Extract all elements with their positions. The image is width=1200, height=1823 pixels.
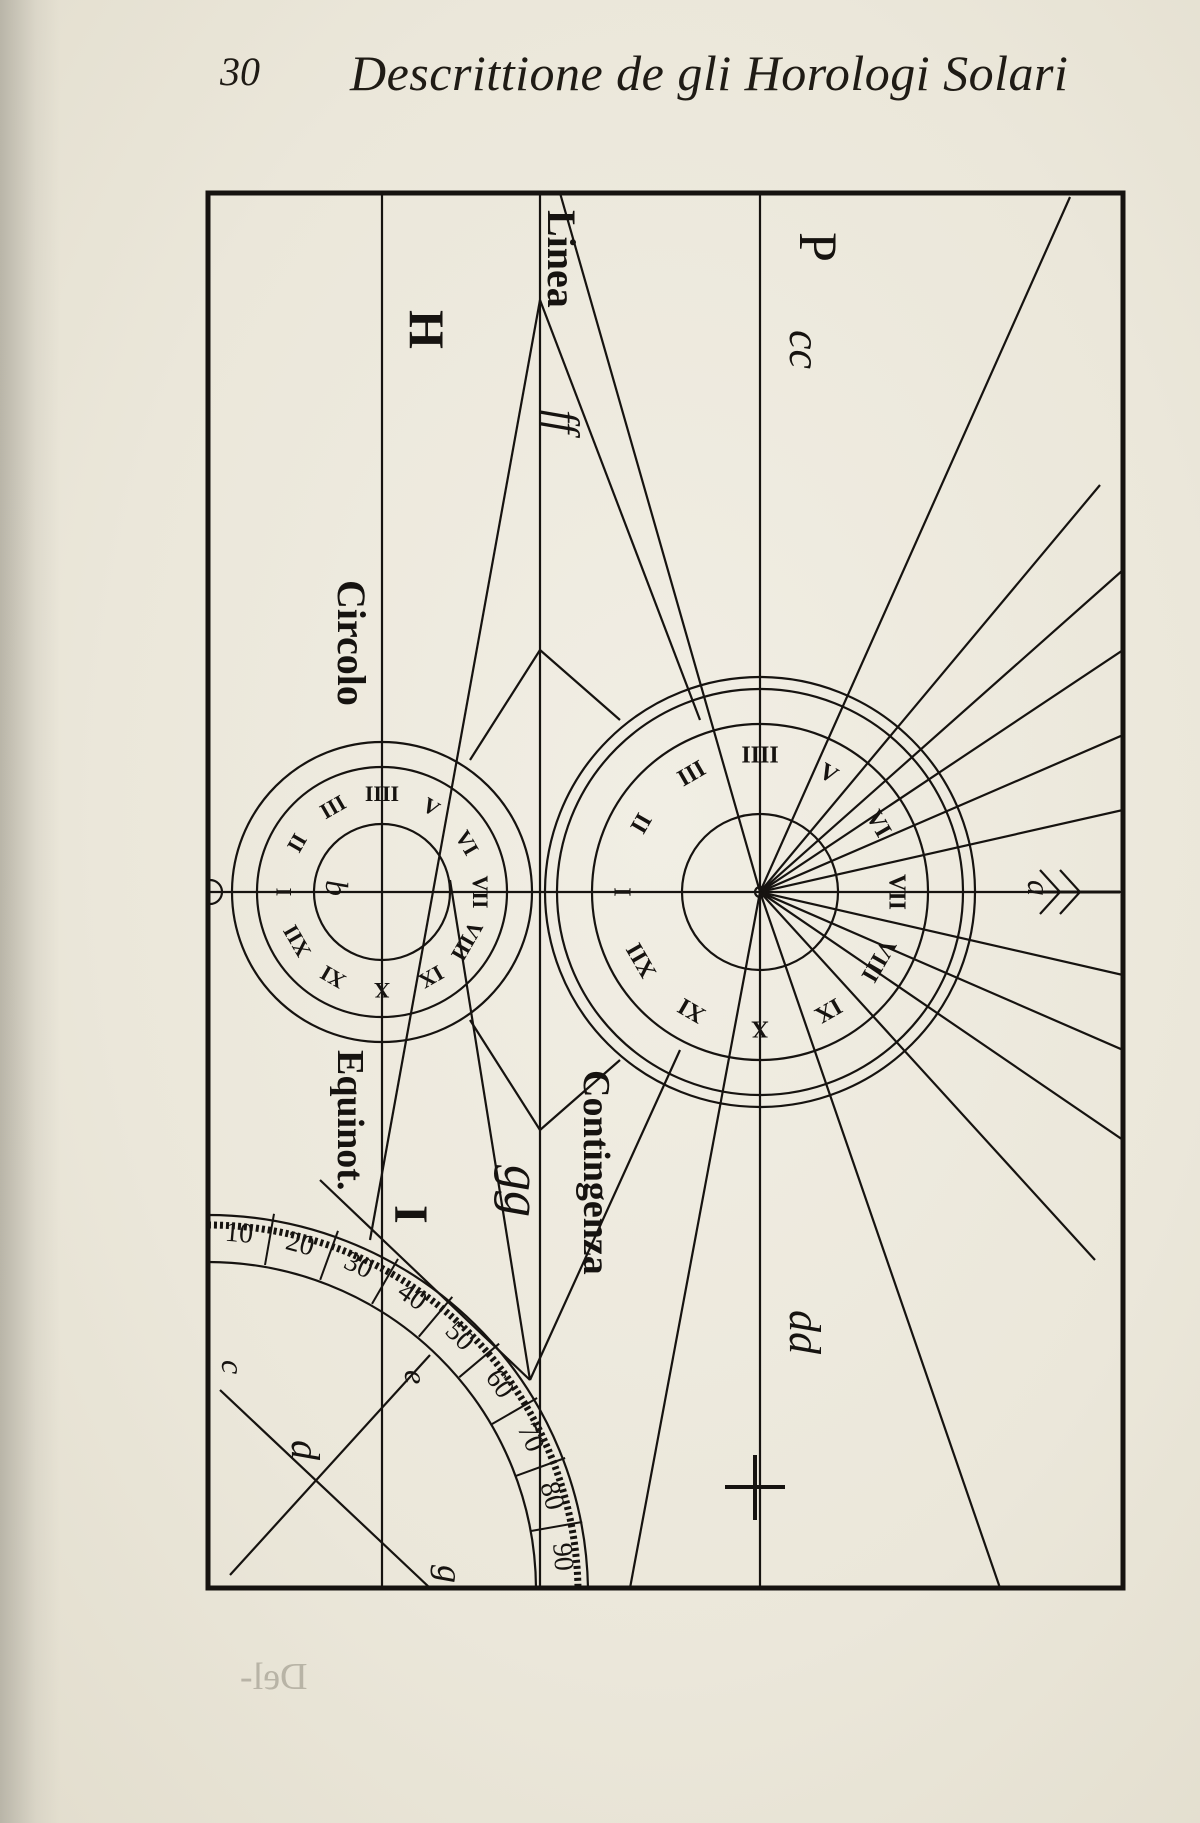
page-number: 30: [220, 49, 260, 94]
label-e: e: [398, 1370, 434, 1384]
label-h: H: [399, 310, 455, 349]
diamond-line: [469, 1019, 541, 1131]
label-g: g: [430, 1565, 470, 1583]
quadrant-divider: [418, 1296, 454, 1338]
label-linea: Linea: [539, 210, 584, 308]
hour-ray: [759, 891, 1096, 1261]
quadrant-degree-label: 10: [224, 1217, 255, 1250]
gutter-shadow: [0, 0, 60, 1823]
diamond-line: [448, 879, 532, 1381]
label-d: d: [283, 1440, 328, 1461]
diamond-line: [469, 649, 541, 761]
hour-ray: [759, 808, 1123, 894]
left-dial-inner: [312, 822, 452, 962]
hour-numeral: XI: [674, 992, 710, 1028]
hour-ray: [759, 890, 1123, 977]
hour-ray: [759, 569, 1123, 893]
hour-numeral: II: [626, 809, 658, 838]
arrow-feathers: [1039, 869, 1082, 915]
show-through-catchword: Del-: [240, 1656, 308, 1698]
quadrant-degree-label: 50: [439, 1315, 481, 1357]
label-equinot: Equinot.: [329, 1050, 371, 1190]
hour-numeral: X: [751, 1015, 769, 1041]
hour-ray: [628, 891, 762, 1588]
hour-numeral: IIII: [365, 781, 399, 806]
hour-ray: [759, 484, 1101, 893]
hour-numeral: III: [673, 756, 710, 793]
quadrant-divider: [515, 1457, 566, 1477]
hour-numeral: XII: [278, 921, 316, 962]
hour-numeral: XI: [316, 960, 350, 994]
hour-numeral: VIII: [856, 934, 901, 986]
quadrant-divider: [530, 1521, 583, 1532]
hour-ray: [758, 196, 1072, 893]
quadrant-divider: [319, 1230, 339, 1281]
hour-ray: [759, 890, 1123, 1052]
hour-numeral: I: [271, 888, 296, 897]
hour-numeral: X: [374, 978, 390, 1003]
quadrant-hatch: [208, 1221, 582, 1588]
hour-ray: [558, 193, 762, 893]
label-contingenza: Contingenza: [575, 1070, 617, 1275]
label-c: c: [215, 1360, 251, 1374]
diamond-line: [539, 1059, 621, 1131]
hour-numeral: III: [315, 790, 350, 824]
hour-numeral: VIII: [446, 917, 488, 966]
hour-numeral: I: [611, 887, 637, 896]
hour-numeral: VI: [450, 826, 484, 860]
page-header: 30 Descrittione de gli Horologi Solari: [220, 40, 1080, 110]
hour-ray: [759, 649, 1123, 893]
quadrant-divider: [264, 1213, 275, 1266]
hour-numeral: IIII: [741, 743, 778, 769]
quadrant-divider: [458, 1342, 500, 1378]
figure-frame: [205, 190, 1126, 1591]
label-b: b: [319, 880, 355, 896]
diamond-line: [528, 1049, 682, 1381]
left-dial-ring: [255, 765, 509, 1019]
quadrant-diagonal: [219, 1389, 431, 1588]
label-circolo: Circolo: [329, 580, 374, 706]
quadrant-degree-label: 70: [511, 1418, 551, 1456]
right-dial-center: [753, 885, 767, 899]
hour-numeral: II: [282, 829, 312, 856]
running-title: Descrittione de gli Horologi Solari: [350, 45, 1069, 101]
quadrant-degree-label: 90: [546, 1542, 579, 1573]
label-cc: cc: [780, 330, 829, 370]
quadrant-arc-outer: [208, 1213, 590, 1588]
label-p: P: [788, 232, 848, 262]
label-dd: dd: [780, 1310, 829, 1355]
hour-numeral: XII: [622, 938, 663, 982]
left-dial-outer: [230, 740, 534, 1044]
quadrant-divider: [491, 1397, 538, 1425]
hour-numeral: IX: [810, 992, 847, 1028]
diamond-line: [539, 649, 621, 721]
hour-ray: [759, 891, 1123, 1141]
right-dial-inner: [680, 812, 840, 972]
hour-numeral: V: [418, 792, 444, 822]
hour-numeral: VII: [883, 874, 909, 910]
quadrant-divider: [371, 1258, 399, 1305]
diamond-line: [538, 299, 702, 721]
right-dial-outer-2: [555, 687, 965, 1097]
label-gg: gg: [493, 1165, 550, 1217]
right-dial-outer: [543, 675, 977, 1109]
hour-ray: [758, 891, 1002, 1588]
label-ff: ff: [540, 410, 586, 439]
label-a: a: [1021, 880, 1057, 896]
hour-ray: [759, 733, 1123, 894]
quadrant-diagonal: [229, 1354, 431, 1576]
hour-numeral: VII: [468, 875, 493, 908]
label-i: I: [384, 1205, 437, 1224]
diamond-line: [368, 299, 542, 1241]
right-dial-ring: [590, 722, 930, 1062]
quadrant-arc-inner: [208, 1260, 538, 1588]
